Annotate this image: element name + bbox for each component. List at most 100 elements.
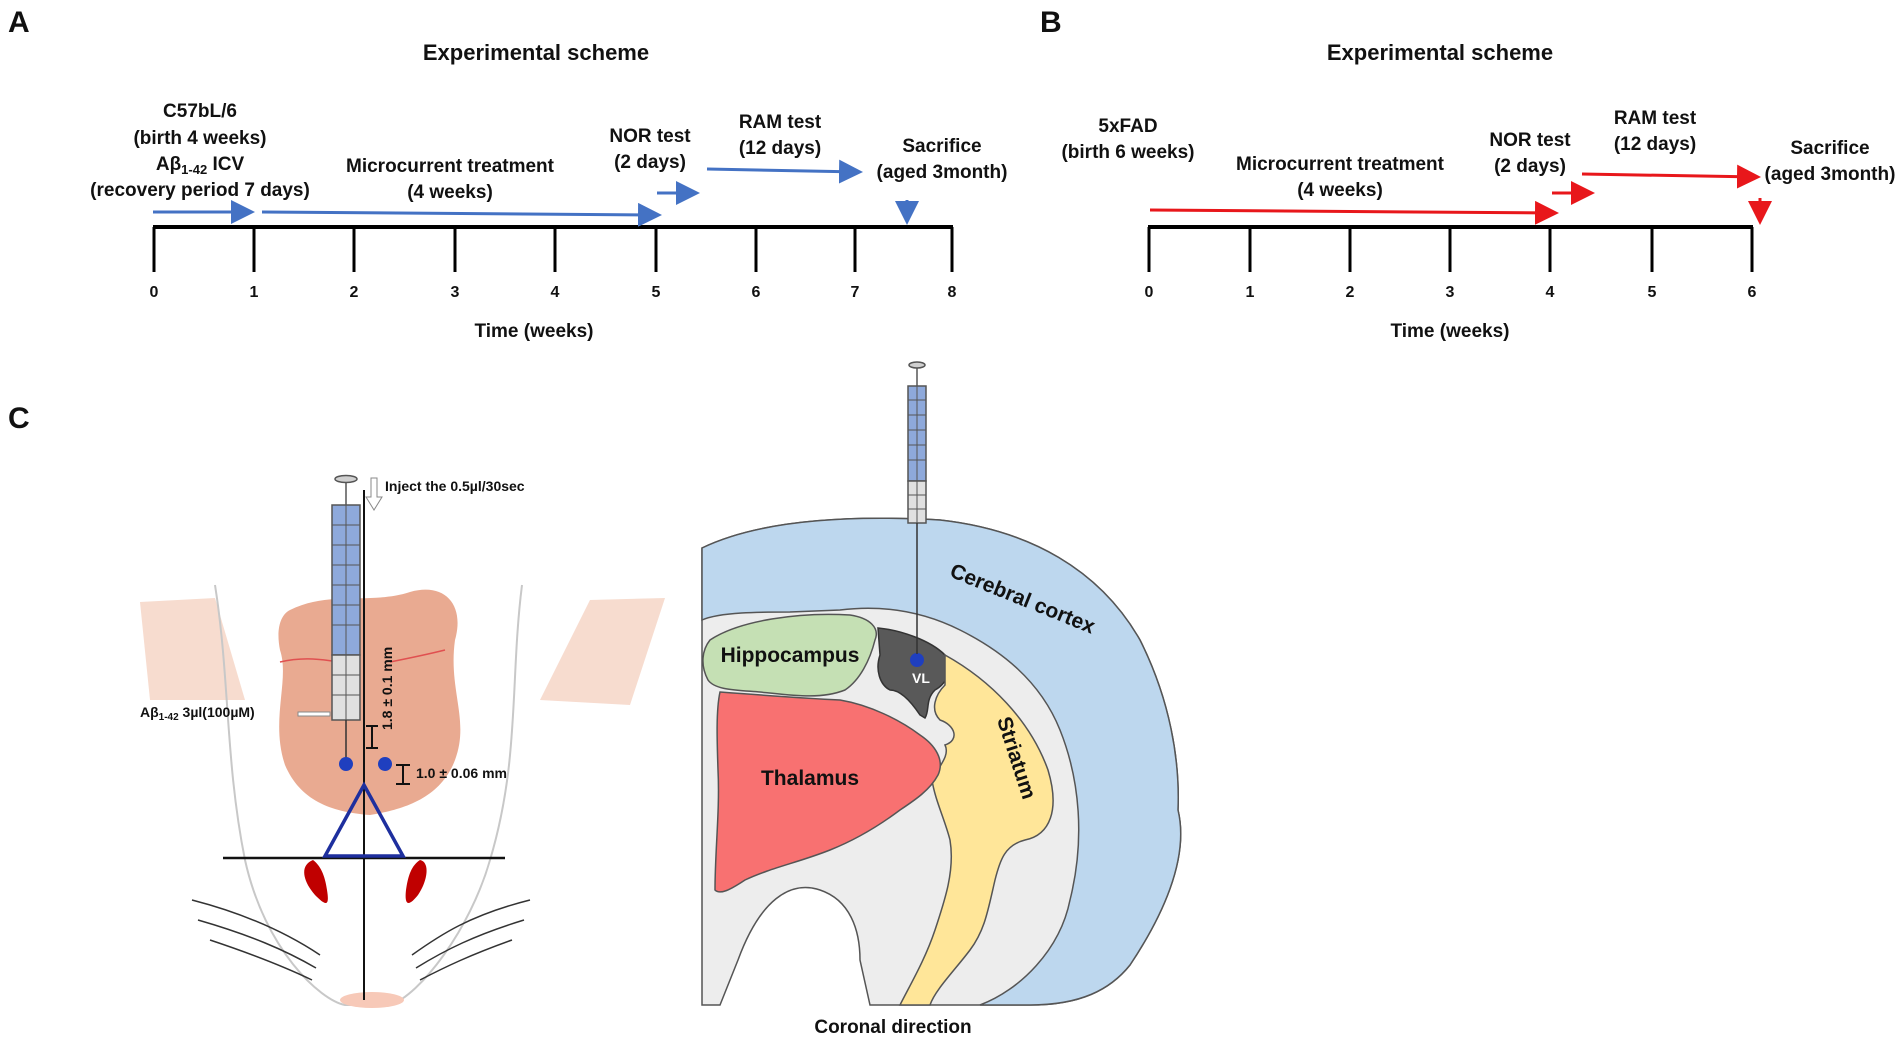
svg-text:Sacrifice: Sacrifice xyxy=(902,136,981,157)
tick-label: 1 xyxy=(250,284,259,301)
svg-text:RAM test: RAM test xyxy=(739,112,822,133)
tick-label: 2 xyxy=(350,284,359,301)
nose xyxy=(340,992,404,1008)
panel-b-event-2: Microcurrent treatment (4 weeks) xyxy=(1236,154,1445,201)
svg-text:C57bL/6: C57bL/6 xyxy=(163,101,237,122)
svg-text:5xFAD: 5xFAD xyxy=(1098,116,1157,137)
svg-text:RAM test: RAM test xyxy=(1614,108,1697,129)
thalamus-label: Thalamus xyxy=(761,767,859,790)
svg-text:(aged 3month): (aged 3month) xyxy=(1765,164,1896,185)
tick-label: 5 xyxy=(652,284,661,301)
panel-b-ticks xyxy=(1147,227,1754,272)
lateral-ventricle xyxy=(877,627,950,720)
svg-text:(12 days): (12 days) xyxy=(739,138,821,159)
panel-b-tick-labels: 0 1 2 3 4 5 6 xyxy=(1145,284,1757,301)
svg-text:Aβ1-42 ICV: Aβ1-42 ICV xyxy=(156,154,245,177)
tick-label: 1 xyxy=(1246,284,1255,301)
coronal-brain-diagram: Cerebral cortex VL Striatum Hippocampus … xyxy=(701,361,1182,1038)
panel-a-event-5: Sacrifice (aged 3month) xyxy=(877,136,1008,183)
vl-injection-dot xyxy=(910,653,924,667)
tick-label: 0 xyxy=(150,284,159,301)
svg-text:(4 weeks): (4 weeks) xyxy=(1297,180,1383,201)
left-eye xyxy=(304,860,328,904)
panel-c-label: C xyxy=(8,402,30,435)
panel-b-event-4: RAM test (12 days) xyxy=(1614,108,1697,155)
svg-text:(aged 3month): (aged 3month) xyxy=(877,162,1008,183)
panel-b-event-1: 5xFAD (birth 6 weeks) xyxy=(1061,116,1194,163)
injection-site-dot xyxy=(378,757,392,771)
tick-label: 2 xyxy=(1346,284,1355,301)
inject-arrow-icon xyxy=(365,477,383,511)
skull-area xyxy=(278,589,461,815)
tick-label: 8 xyxy=(948,284,957,301)
svg-text:(2 days): (2 days) xyxy=(1494,156,1566,177)
arrow-ram xyxy=(1581,164,1761,189)
panel-b-arrows xyxy=(1149,164,1772,225)
panel-a-xlabel: Time (weeks) xyxy=(475,321,594,342)
svg-text:(12 days): (12 days) xyxy=(1614,134,1696,155)
svg-text:(2 days): (2 days) xyxy=(614,152,686,173)
panel-a-event-3: NOR test (2 days) xyxy=(609,126,691,173)
arrow-treatment xyxy=(261,202,662,227)
panel-a: A Experimental scheme 0 1 2 3 4 5 6 7 8 … xyxy=(8,6,1007,342)
arrow-ram xyxy=(706,159,863,184)
svg-text:(birth 4 weeks): (birth 4 weeks) xyxy=(133,128,266,149)
coronal-caption: Coronal direction xyxy=(814,1017,971,1038)
tick-label: 4 xyxy=(1546,284,1555,301)
svg-text:Microcurrent treatment: Microcurrent treatment xyxy=(346,156,555,177)
depth-bracket xyxy=(366,725,378,749)
tick-label: 0 xyxy=(1145,284,1154,301)
panel-b: B Experimental scheme 0 1 2 3 4 5 6 Time… xyxy=(1040,6,1895,342)
svg-text:(birth 6 weeks): (birth 6 weeks) xyxy=(1061,142,1194,163)
vl-label: VL xyxy=(912,670,930,686)
svg-text:Aβ1-42 3µl(100µM): Aβ1-42 3µl(100µM) xyxy=(140,704,255,723)
tick-label: 3 xyxy=(451,284,460,301)
left-ear xyxy=(140,598,245,700)
hippocampus-label: Hippocampus xyxy=(721,644,860,667)
abeta-label: Aβ xyxy=(140,704,159,720)
svg-text:Microcurrent treatment: Microcurrent treatment xyxy=(1236,154,1445,175)
cortex-region xyxy=(701,517,1182,1006)
svg-text:(recovery period 7 days): (recovery period 7 days) xyxy=(90,180,310,201)
panel-b-event-3: NOR test (2 days) xyxy=(1489,130,1571,177)
panel-b-event-5: Sacrifice (aged 3month) xyxy=(1765,138,1896,185)
panel-a-arrows xyxy=(153,159,919,227)
tick-label: 3 xyxy=(1446,284,1455,301)
panel-b-label: B xyxy=(1040,6,1062,39)
svg-text:(4 weeks): (4 weeks) xyxy=(407,182,493,203)
svg-text:NOR test: NOR test xyxy=(609,126,691,147)
lateral-label: 1.0 ± 0.06 mm xyxy=(416,765,507,781)
thalamus-region xyxy=(714,691,941,893)
panel-a-ticks xyxy=(152,227,954,272)
panel-a-title: Experimental scheme xyxy=(423,40,649,65)
striatum-region xyxy=(898,653,1054,1006)
panel-b-xlabel: Time (weeks) xyxy=(1391,321,1510,342)
triangle-marker xyxy=(322,781,406,858)
lateral-bracket xyxy=(396,764,410,785)
panel-b-title: Experimental scheme xyxy=(1327,40,1553,65)
inject-label: Inject the 0.5µl/30sec xyxy=(385,478,525,494)
svg-text:NOR test: NOR test xyxy=(1489,130,1571,151)
mouse-head-diagram: Inject the 0.5µl/30sec Aβ1-42 3µl(100µM)… xyxy=(140,474,665,1008)
panel-a-label: A xyxy=(8,6,30,39)
tick-label: 6 xyxy=(752,284,761,301)
panel-a-tick-labels: 0 1 2 3 4 5 6 7 8 xyxy=(150,284,957,301)
panel-a-event-4: RAM test (12 days) xyxy=(739,112,822,159)
tick-label: 4 xyxy=(551,284,560,301)
right-ear xyxy=(540,598,665,705)
right-eye xyxy=(405,860,427,904)
arrow-treatment xyxy=(1149,200,1559,225)
depth-label: 1.8 ± 0.1 mm xyxy=(379,647,395,730)
hippocampus-region xyxy=(702,613,877,697)
bregma-dot xyxy=(339,757,353,771)
svg-text:Sacrifice: Sacrifice xyxy=(1790,138,1869,159)
brain-syringe xyxy=(907,361,927,654)
abeta-pointer xyxy=(297,711,331,717)
tick-label: 5 xyxy=(1648,284,1657,301)
panel-a-event-1: C57bL/6 (birth 4 weeks) Aβ1-42 ICV (reco… xyxy=(90,101,310,201)
syringe xyxy=(331,474,361,762)
panel-a-event-2: Microcurrent treatment (4 weeks) xyxy=(346,156,555,203)
whiskers xyxy=(191,899,531,981)
tick-label: 7 xyxy=(851,284,860,301)
